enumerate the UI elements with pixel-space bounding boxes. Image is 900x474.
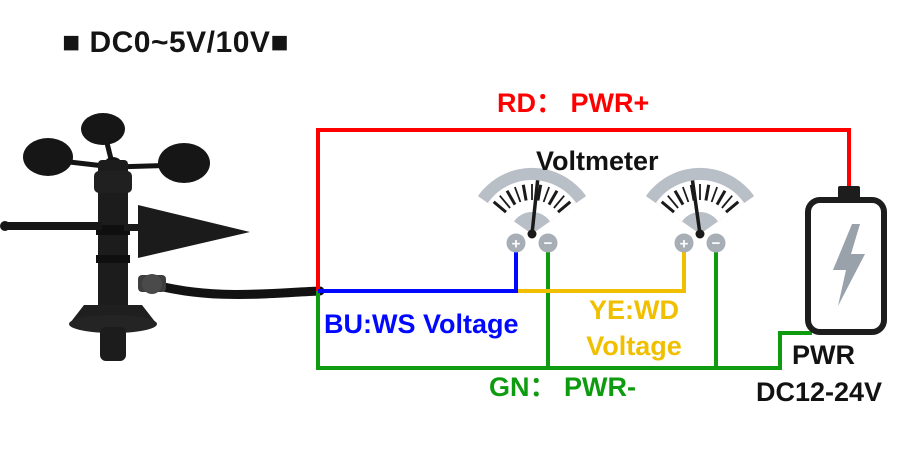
- blue-wire-label: BU:WS Voltage: [324, 309, 519, 339]
- green-wire-label: GN： PWR-: [489, 372, 636, 402]
- gauge-1-needle-group: [527, 180, 540, 239]
- wire-layer: [316, 128, 851, 370]
- gauge-needle: [530, 180, 540, 235]
- needle-pivot: [527, 229, 537, 239]
- red-wire-label: RD： PWR+: [497, 88, 650, 118]
- green-pwr-minus-wire: [316, 291, 812, 370]
- lightning-bolt-icon: [833, 224, 865, 306]
- counterweight-rod: [2, 222, 102, 230]
- wind-vane: [138, 205, 250, 258]
- rod-tip: [0, 221, 10, 231]
- sensor-collar: [94, 171, 132, 193]
- mast-band-lower: [96, 255, 130, 263]
- vane-shaft: [124, 224, 146, 231]
- battery-illustration: [805, 186, 887, 335]
- yellow-wire-label-line2: Voltage: [586, 331, 682, 361]
- flange-base: [69, 315, 157, 333]
- yellow-wire-label-line1: YE:WD: [589, 295, 679, 325]
- yellow-wire-label: YE:WD Voltage: [558, 292, 710, 364]
- wind-cup-left: [23, 138, 73, 176]
- yellow-wd-voltage-wire: [318, 252, 686, 293]
- voltmeter-gauge-1: [476, 166, 588, 254]
- gauge-needle: [690, 180, 702, 235]
- sensor-cable: [143, 278, 325, 299]
- blue-ws-voltage-wire: [318, 252, 518, 293]
- voltmeter-gauge-2: [644, 166, 756, 254]
- voltmeter-label: Voltmeter: [536, 146, 659, 176]
- connector-nut: [142, 274, 162, 294]
- wind-cup-middle: [81, 113, 125, 145]
- red-pwr-plus-wire: [316, 128, 851, 291]
- gauge-2-needle-group: [690, 180, 705, 239]
- wind-cup-right: [158, 143, 210, 183]
- needle-pivot: [695, 229, 705, 239]
- anemometer-illustration: [0, 113, 325, 361]
- mount-stem: [100, 327, 126, 361]
- mast-band-upper: [96, 225, 130, 235]
- diagram-title: ■ DC0~5V/10V■: [62, 26, 290, 59]
- battery-pwr-label: PWR: [792, 340, 855, 370]
- battery-voltage-label: DC12-24V: [756, 377, 883, 407]
